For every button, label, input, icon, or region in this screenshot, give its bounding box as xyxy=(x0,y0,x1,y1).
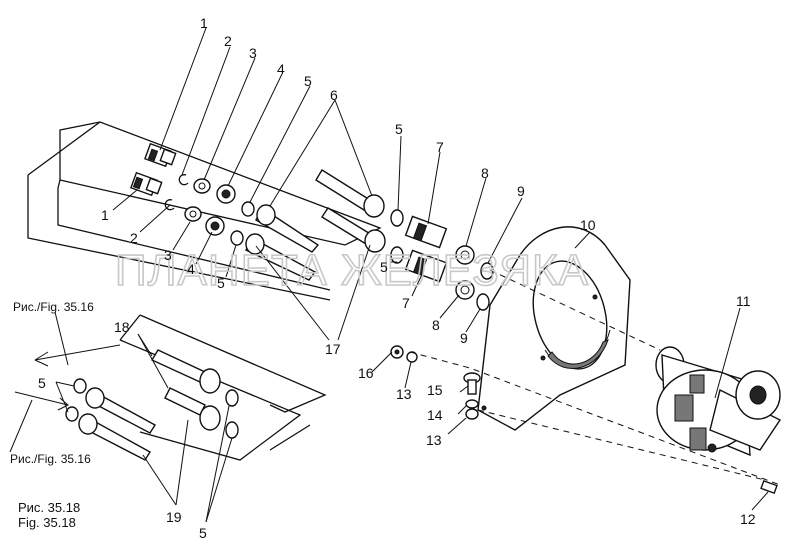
watermark-text: ПЛАНЕТА ЖЕЛЕЗЯКА xyxy=(115,246,589,295)
reference-arrow-upper xyxy=(34,311,121,367)
callout-7: 7 xyxy=(436,139,444,155)
callout-7: 7 xyxy=(402,295,410,311)
seal-ring-5 xyxy=(230,201,404,264)
callout-19: 19 xyxy=(166,509,182,525)
callout-16: 16 xyxy=(358,365,374,381)
assembly-axis-lines xyxy=(409,269,781,486)
callout-4: 4 xyxy=(277,61,285,77)
callout-6: 6 xyxy=(330,87,338,103)
reference-label-lower: Рис./Fig. 35.16 xyxy=(10,452,91,466)
callout-17: 17 xyxy=(325,341,341,357)
callout-14: 14 xyxy=(427,407,443,423)
callout-4: 4 xyxy=(187,261,195,277)
unit-11 xyxy=(655,346,782,457)
leader-lines xyxy=(55,27,769,523)
fitting-1-lower xyxy=(130,171,163,197)
callout-8: 8 xyxy=(432,317,440,333)
banjo-bolt-6 xyxy=(245,169,386,281)
callout-3: 3 xyxy=(164,247,172,263)
callout-5: 5 xyxy=(304,73,312,89)
callout-13: 13 xyxy=(426,432,442,448)
callout-2: 2 xyxy=(224,33,232,49)
bolt-15 xyxy=(463,372,481,395)
banjo-bolt-18 xyxy=(150,349,221,431)
callout-5: 5 xyxy=(199,525,207,541)
bracket-10 xyxy=(477,226,631,431)
ring-2 xyxy=(164,174,189,211)
nut-16 xyxy=(390,345,404,359)
washer-3 xyxy=(184,178,211,222)
callout-5: 5 xyxy=(38,375,46,391)
callout-9: 9 xyxy=(460,330,468,346)
callout-1: 1 xyxy=(200,15,208,31)
callout-9: 9 xyxy=(517,183,525,199)
callout-5: 5 xyxy=(380,259,388,275)
screw-12 xyxy=(760,479,778,495)
washer-8 xyxy=(455,245,475,300)
figure-caption-ru: Рис. 35.18 xyxy=(18,500,80,515)
callout-18: 18 xyxy=(114,319,130,335)
washer-13 xyxy=(406,351,479,420)
seal-ring-9 xyxy=(476,262,494,311)
callout-13: 13 xyxy=(396,386,412,402)
callout-1: 1 xyxy=(101,207,109,223)
callout-10: 10 xyxy=(580,217,596,233)
nut-4 xyxy=(205,184,236,236)
callout-11: 11 xyxy=(736,293,751,309)
spring-washer-14 xyxy=(465,399,479,409)
figure-caption-en: Fig. 35.18 xyxy=(18,515,76,530)
callout-15: 15 xyxy=(427,382,443,398)
fitting-7 xyxy=(404,215,448,283)
reference-label-upper: Рис./Fig. 35.16 xyxy=(13,300,94,314)
callout-12: 12 xyxy=(740,511,756,527)
callout-2: 2 xyxy=(130,230,138,246)
callout-8: 8 xyxy=(481,165,489,181)
banjo-bolt-19 xyxy=(78,387,156,461)
callout-5: 5 xyxy=(395,121,403,137)
callout-labels: 1 1 2 2 3 3 4 4 5 5 5 5 5 5 6 7 7 8 8 9 … xyxy=(38,15,756,541)
callout-3: 3 xyxy=(249,45,257,61)
callout-5: 5 xyxy=(217,275,225,291)
seal-ring-5-lower xyxy=(65,378,239,439)
reference-arrow-lower xyxy=(9,391,69,453)
fitting-1-upper xyxy=(144,142,177,168)
